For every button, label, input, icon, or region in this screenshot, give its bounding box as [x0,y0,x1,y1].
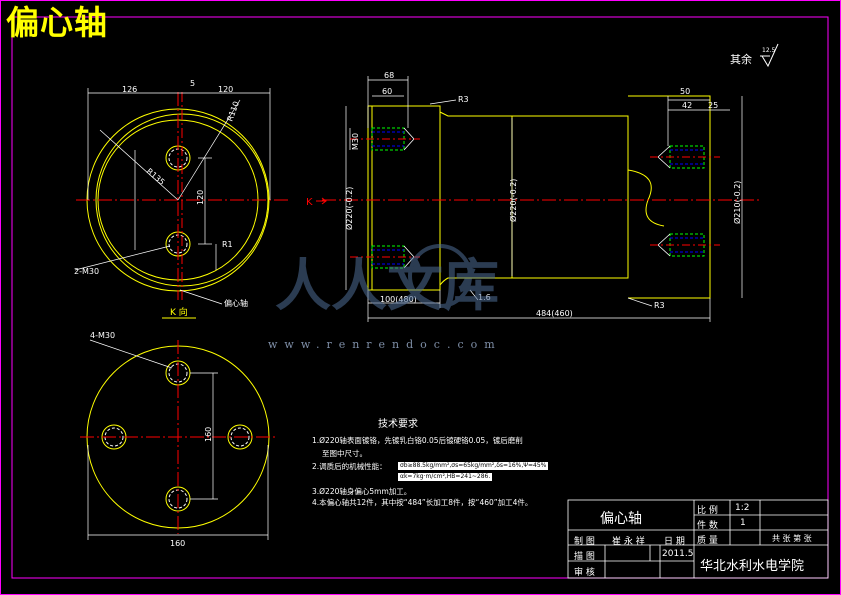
tb-qty-label: 件 数 [697,521,718,531]
tb-checked-label: 审 核 [574,568,595,578]
dim-68: 68 [384,71,394,80]
tb-traced-label: 描 图 [574,552,595,562]
dim-5: 5 [190,79,195,88]
dim-120-top: 120 [218,85,233,94]
left-end-view: 126 5 120 R110 R135 120 R1 2-M30 偏心轴 K 向 [74,79,290,319]
dim-dia220-left: Ø220(-0.2) [344,187,354,230]
tech-req-item-3: 3.Ø220轴身偏心5mm加工。 [312,487,412,496]
roughness-other-label: 其余 [730,52,752,66]
watermark-logo: 人人文库 [275,244,499,319]
section-k-arrow [316,197,327,205]
bottom-hole-right-thread [230,427,250,447]
drawing-frame [11,16,829,579]
tb-qty-value: 1 [740,518,746,528]
tech-req-item-1: 1.Ø220轴表面镀铬，先镀乳白铬0.05后镀硬铬0.05，镀后磨削 [312,436,523,445]
drawing-title: 偏心轴 [6,3,108,42]
dim-dia220-mid: Ø220(-0.2) [508,179,518,222]
section-k-label: K [306,197,313,208]
tb-scale-value: 1:2 [735,503,750,513]
main-side-view: 68 60 R3 M30 Ø220(-0.2) Ø220(-0.2) 100(4… [306,71,760,322]
leader-shaft-label: 偏心轴 [224,298,248,308]
watermark-url: www.renrendoc.com [268,338,502,351]
dim-120-v: 120 [196,190,205,205]
tb-weight-label: 质 量 [697,536,718,546]
tb-drawn-label: 制 图 [574,537,595,547]
dim-160-v: 160 [204,427,213,442]
dim-42: 42 [682,101,692,110]
dim-100-480: 100(480) [380,295,417,304]
dim-m30: M30 [351,133,360,150]
dim-4-m30: 4-M30 [90,331,115,340]
dim-r3-top: R3 [458,95,469,104]
tb-scale-label: 比 例 [697,506,718,516]
dim-r135: R135 [145,167,167,187]
dim-2-m30: 2-M30 [74,267,99,276]
tech-req-item-4: 4.本偏心轴共12件，其中按“484”长加工8件，按“460”加工4件。 [312,498,533,507]
tb-school: 华北水利水电学院 [700,559,805,574]
break-line [627,169,665,227]
dim-r3-bottom: R3 [654,301,665,310]
title-block-grid [567,499,829,579]
dim-160-h: 160 [170,539,185,548]
bottom-hole-left-thread [104,427,124,447]
dim-60: 60 [382,87,392,96]
tb-date-label: 日 期 [664,537,685,547]
dim-50: 50 [680,87,690,96]
dim-r1: R1 [222,240,233,249]
dim-25: 25 [708,101,718,110]
tech-req-item-1b: 至图中尺寸。 [322,449,367,458]
tech-req-item-2: 2.调质后的机械性能： [312,462,387,471]
tech-req-item-2a: σb≥88.5kg/mm²,σs=65kg/mm²,δs=16%,Ψ=45% [398,462,549,470]
shaft-body-outline [439,111,629,286]
tech-req-item-2b: αk=7kg·m/cm²,HB=241~286. [398,473,493,481]
roughness-value: 12.5 [762,47,776,54]
right-journal-outline [628,95,711,299]
view-k-label: K 向 [170,306,188,318]
tb-part-name: 偏心轴 [600,511,642,527]
dim-r110: R110 [225,100,241,123]
dim-roughness-1-6: 1.6 [478,293,491,302]
tb-date-value: 2011.5 [662,549,694,559]
watermark-brand: 人人文库 [275,254,499,319]
roughness-symbol: 其余 12.5 [730,43,779,68]
tb-sheets-label: 共 张 第 张 [772,534,812,543]
bottom-end-view: 4-M30 160 160 [80,331,276,548]
dim-dia210: Ø210(-0.2) [732,181,742,224]
tb-drawn-by: 崔 永 祥 [612,537,645,547]
dim-484-460: 484(460) [536,309,573,318]
tech-requirements-title: 技术要求 [378,419,418,430]
dim-126: 126 [122,85,137,94]
